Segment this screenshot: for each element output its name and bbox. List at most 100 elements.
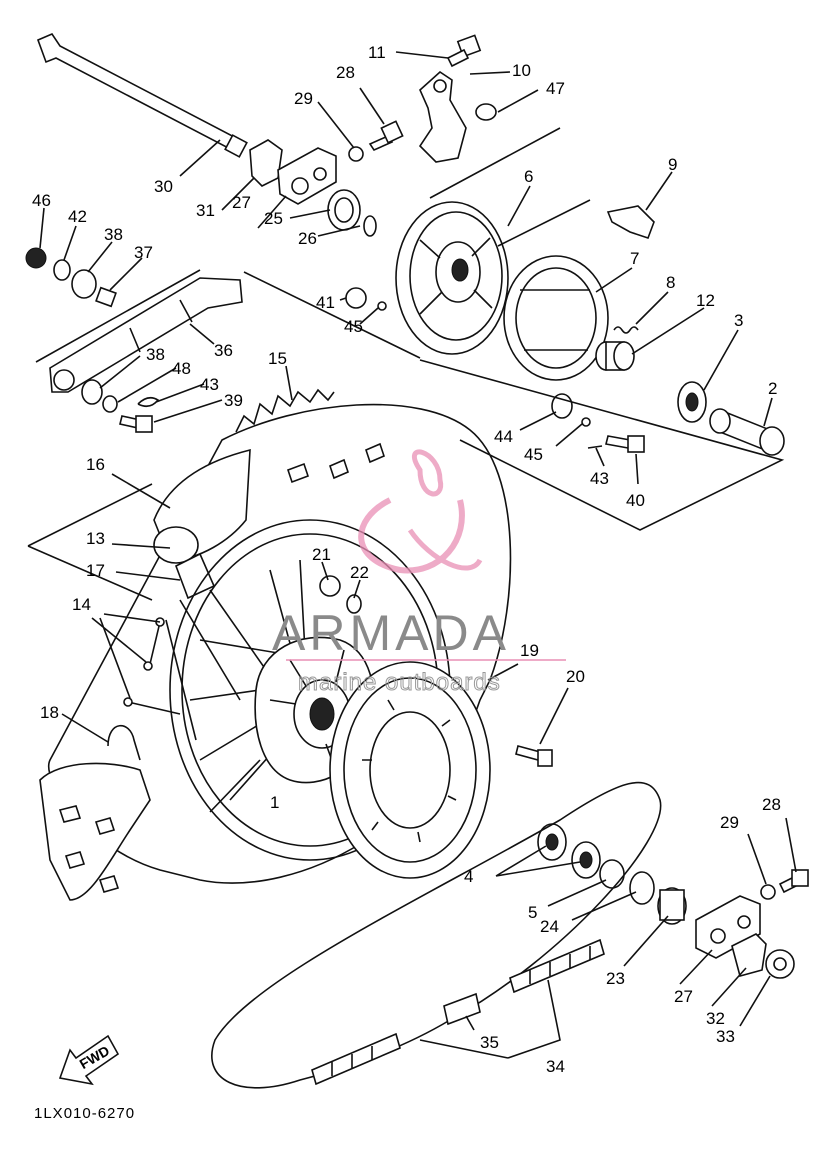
part-label-45-top: 45: [344, 317, 363, 336]
part-label-8: 8: [666, 273, 675, 292]
fwd-arrow-icon: FWD: [58, 1034, 120, 1086]
brake-shoe-part-7: [503, 255, 609, 381]
part-label-36: 36: [214, 341, 233, 360]
tube-part-16: [153, 448, 251, 564]
washer-part-48: [102, 395, 118, 413]
part-label-19: 19: [520, 641, 539, 660]
bolt-part-20: [515, 745, 553, 767]
part-label-13: 13: [86, 529, 105, 548]
sprocket: [329, 661, 491, 879]
part-label-1: 1: [270, 793, 279, 812]
part-label-38-bottom: 38: [146, 345, 165, 364]
part-label-41: 41: [316, 293, 335, 312]
chain-puller-part-32: [731, 933, 767, 977]
nut-part-21: [319, 575, 341, 597]
part-label-30: 30: [154, 177, 173, 196]
part-label-10: 10: [512, 61, 531, 80]
part-label-12: 12: [696, 291, 715, 310]
bolt-part-28-top: [368, 120, 404, 152]
bolt-part-28-bottom: [778, 869, 809, 894]
part-label-18: 18: [40, 703, 59, 722]
cotter-pin-part-43-left: [137, 396, 160, 408]
bearing-part-3: [677, 381, 707, 423]
part-label-28-bottom: 28: [762, 795, 781, 814]
part-label-37: 37: [134, 243, 153, 262]
adjuster-part-27-top: [277, 147, 337, 205]
part-label-31: 31: [196, 201, 215, 220]
bolt-part-39: [119, 415, 153, 433]
washer-part-29-top: [348, 146, 364, 162]
part-label-48: 48: [172, 359, 191, 378]
oil-seal-part-24: [629, 871, 655, 905]
part-label-26: 26: [298, 229, 317, 248]
part-label-9: 9: [668, 155, 677, 174]
cotter-ring-part-45-top: [377, 301, 387, 311]
cotter-ring-part-45-bottom: [581, 417, 591, 427]
part-label-23: 23: [606, 969, 625, 988]
chain-joint-part-35: [443, 992, 481, 1026]
part-label-32: 32: [706, 1009, 725, 1028]
part-label-11: 11: [368, 43, 386, 62]
camshaft-part-9: [606, 205, 655, 240]
tire-lower-profile: [39, 762, 151, 901]
part-label-38-top: 38: [104, 225, 123, 244]
part-label-24: 24: [540, 917, 559, 936]
part-label-5: 5: [528, 903, 537, 922]
part-label-46: 46: [32, 191, 51, 210]
nut-part-46: [25, 247, 47, 269]
part-label-7: 7: [630, 249, 639, 268]
collar-part-38-bottom: [81, 379, 103, 405]
washer-part-29-bottom: [760, 884, 776, 900]
axle-part-30: [36, 33, 248, 158]
part-labels: 1 2 3 4 5 6 7 8 9 10 11 12 13 14 15 16 1…: [32, 43, 781, 1076]
washer-part-42: [53, 259, 71, 281]
part-label-6: 6: [524, 167, 533, 186]
part-label-33: 33: [716, 1027, 735, 1046]
part-label-45-bottom: 45: [524, 445, 543, 464]
valve-part-18: [107, 724, 141, 761]
part-label-21: 21: [312, 545, 331, 564]
spring-part-8: [613, 326, 639, 334]
part-label-39: 39: [224, 391, 243, 410]
oil-seal-part-25: [327, 189, 361, 231]
part-label-17: 17: [86, 561, 105, 580]
leader-lines: [39, 51, 797, 1059]
part-label-16: 16: [86, 455, 105, 474]
bearings-part-4: [537, 823, 601, 879]
document-code: 1LX010-6270: [34, 1105, 135, 1122]
brake-plate-part-6: [395, 201, 509, 355]
watermark-logo: [286, 449, 566, 661]
bolt-part-11: [446, 34, 482, 68]
nut-part-33: [765, 949, 795, 979]
chain-part-34: [311, 938, 605, 1086]
part-label-28-top: 28: [336, 63, 355, 82]
part-label-42: 42: [68, 207, 87, 226]
brake-arm-part-10: [418, 70, 467, 163]
assembly-brackets: [27, 127, 785, 601]
part-label-25: 25: [264, 209, 283, 228]
part-label-44: 44: [494, 427, 513, 446]
part-label-47: 47: [546, 79, 565, 98]
part-label-4: 4: [464, 867, 473, 886]
spacer-part-5: [599, 859, 625, 889]
collar-part-38-top: [71, 269, 97, 299]
seal-part-47: [475, 103, 497, 121]
spacer-part-12: [595, 341, 635, 371]
bolt-part-37: [95, 286, 117, 308]
part-label-15: 15: [268, 349, 287, 368]
part-label-22: 22: [350, 563, 369, 582]
tension-bar-part-36: [49, 277, 243, 393]
part-label-43-left: 43: [200, 375, 219, 394]
part-label-34: 34: [546, 1057, 565, 1076]
part-label-2: 2: [768, 379, 777, 398]
chain-puller-part-31: [249, 139, 283, 187]
part-label-20: 20: [566, 667, 585, 686]
cotter-pin-part-43-right: [587, 445, 603, 449]
part-label-43-right: 43: [590, 469, 609, 488]
part-label-35: 35: [480, 1033, 499, 1052]
bolt-part-40: [605, 435, 645, 453]
part-label-14: 14: [72, 595, 91, 614]
collar-part-23: [657, 887, 687, 925]
